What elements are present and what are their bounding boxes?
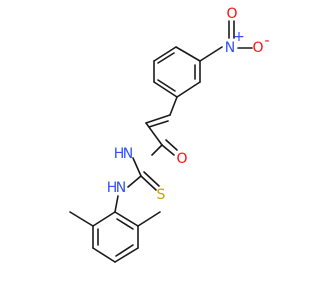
bond bbox=[114, 211, 139, 227]
bond bbox=[145, 122, 163, 146]
aniline-h-label: H bbox=[107, 180, 118, 196]
bond bbox=[153, 46, 177, 62]
nitro-o-right-label: O bbox=[252, 40, 263, 56]
molecule-diagram: N + O O - O N H S N H bbox=[69, 6, 270, 263]
double-bond bbox=[145, 114, 171, 124]
methyl-bond bbox=[137, 211, 161, 227]
double-bond-inner bbox=[157, 79, 176, 92]
double-bond-inner bbox=[115, 244, 134, 257]
nitro-n-charge: + bbox=[233, 29, 245, 45]
nitro-o-top-label: O bbox=[226, 6, 237, 22]
bond bbox=[132, 157, 142, 177]
bond bbox=[92, 247, 116, 263]
methyl-bond bbox=[69, 211, 94, 227]
nitro-o-charge: - bbox=[264, 33, 269, 49]
double-bond-inner bbox=[157, 52, 175, 64]
aniline-n-label: N bbox=[116, 180, 126, 196]
carbonyl-bond bbox=[161, 144, 175, 156]
amide-h-label: H bbox=[114, 146, 125, 162]
bond bbox=[151, 144, 163, 156]
thio-s-label: S bbox=[157, 187, 166, 203]
dimethylphenyl-ring bbox=[69, 195, 161, 263]
bond bbox=[169, 96, 178, 116]
double-bond-inner bbox=[148, 120, 169, 128]
bond bbox=[199, 46, 223, 62]
bond bbox=[175, 46, 201, 62]
thio-double-bond bbox=[143, 171, 160, 187]
carbonyl-bond bbox=[165, 139, 178, 151]
bond bbox=[92, 211, 116, 227]
double-bond-inner bbox=[116, 218, 134, 230]
carbonyl-o-label: O bbox=[176, 151, 187, 167]
bond bbox=[176, 81, 201, 98]
nitro-n-label: N bbox=[225, 40, 235, 56]
thio-double-bond bbox=[140, 175, 157, 191]
bond bbox=[127, 175, 142, 188]
nitrophenyl-ring bbox=[153, 46, 201, 98]
bond bbox=[153, 81, 178, 98]
molecule-structure-canvas: N + O O - O N H S N H bbox=[69, 6, 270, 263]
bond bbox=[114, 247, 139, 263]
acryloyl-chain: O bbox=[145, 96, 188, 167]
bond bbox=[114, 195, 119, 213]
nitro-group: N + O O - bbox=[199, 6, 270, 62]
thiourea-linker: N H S N H bbox=[107, 146, 166, 203]
amide-n-label: N bbox=[123, 146, 133, 162]
